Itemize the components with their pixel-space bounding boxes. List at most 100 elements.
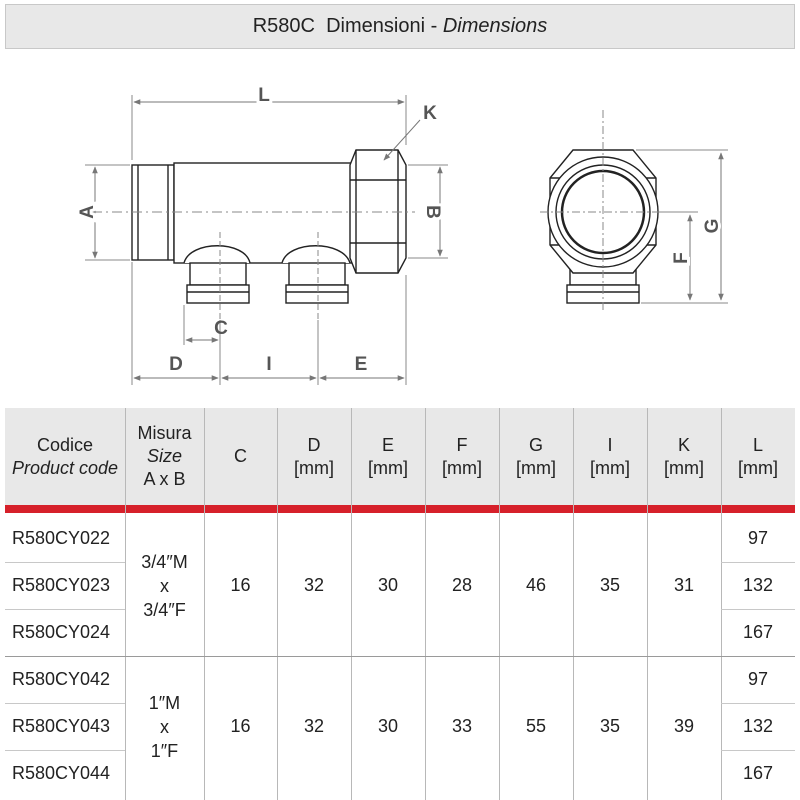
row-divider — [5, 750, 125, 751]
value-D: 32 — [303, 716, 325, 736]
size-male: 3/4″M — [141, 551, 188, 572]
header-code: Codice Product code — [5, 408, 125, 505]
dimension-drawing: L K A B C D I E F G — [0, 52, 800, 407]
header-D: D [mm] — [277, 408, 351, 505]
header-F-unit: [mm] — [442, 457, 482, 478]
row-code: R580CY023 — [12, 575, 111, 595]
header-G: G [mm] — [499, 408, 573, 505]
header-product-code-label: Product code — [11, 457, 119, 478]
label-E: E — [355, 354, 368, 375]
header-E: E [mm] — [351, 408, 425, 505]
value-E: 30 — [377, 575, 399, 595]
side-view — [131, 149, 407, 304]
value-C: 16 — [230, 716, 251, 736]
size-female: 1″F — [150, 740, 179, 761]
value-G: 55 — [525, 716, 547, 736]
value-L: 132 — [742, 575, 774, 595]
header-codice-label: Codice — [36, 434, 94, 455]
header-D-unit: [mm] — [294, 457, 334, 478]
row-code: R580CY024 — [12, 622, 111, 642]
header-F: F [mm] — [425, 408, 499, 505]
value-D: 32 — [303, 575, 325, 595]
row-divider — [5, 562, 125, 563]
header-size: Misura Size A x B — [125, 408, 204, 505]
label-C: C — [214, 318, 228, 339]
label-G: G — [702, 219, 723, 234]
header-F-label: F — [456, 434, 468, 455]
value-K: 39 — [673, 716, 695, 736]
grid-col-divider — [499, 408, 500, 800]
value-L: 97 — [747, 528, 769, 548]
value-L: 167 — [742, 622, 774, 642]
table-header — [5, 408, 795, 505]
title-separator: - — [425, 15, 443, 37]
row-code: R580CY042 — [12, 669, 111, 689]
value-C: 16 — [230, 575, 251, 595]
label-A: A — [77, 205, 98, 219]
header-I-unit: [mm] — [590, 457, 630, 478]
header-I: I [mm] — [573, 408, 647, 505]
row-divider — [721, 562, 795, 563]
row-code: R580CY043 — [12, 716, 111, 736]
header-I-label: I — [607, 434, 613, 455]
grid-col-divider — [425, 408, 426, 800]
label-L: L — [258, 85, 270, 106]
title-label-it: Dimensioni — [326, 15, 426, 37]
header-G-unit: [mm] — [516, 457, 556, 478]
row-divider — [721, 703, 795, 704]
value-E: 30 — [377, 716, 399, 736]
page-title: R580C Dimensioni - Dimensions — [5, 4, 795, 49]
header-size-label: Size — [146, 446, 182, 466]
header-E-label: E — [381, 434, 394, 455]
header-G-label: G — [528, 434, 543, 455]
group-divider — [5, 656, 795, 657]
size-times: x — [160, 716, 169, 737]
row-divider — [721, 750, 795, 751]
size-times: x — [160, 575, 169, 596]
label-D: D — [169, 354, 183, 375]
value-L: 167 — [742, 763, 774, 783]
header-axb-label: A x B — [143, 469, 186, 489]
title-code: R580C — [252, 15, 315, 37]
header-L: L [mm] — [721, 408, 795, 505]
label-B: B — [422, 205, 443, 219]
header-accent-rule — [5, 505, 795, 513]
size-female: 3/4″F — [143, 599, 186, 620]
group-size: 3/4″M x 3/4″F — [125, 515, 204, 656]
row-divider — [5, 703, 125, 704]
header-C-label: C — [234, 446, 247, 466]
row-code: R580CY022 — [12, 528, 111, 548]
value-F: 33 — [451, 716, 473, 736]
value-I: 35 — [599, 716, 621, 736]
value-I: 35 — [599, 575, 621, 595]
value-K: 31 — [673, 575, 695, 595]
dimension-drawing-svg: L K A B C D I E F G — [74, 82, 728, 385]
header-C: C — [204, 408, 277, 505]
grid-col-divider — [125, 408, 126, 800]
header-misura-label: Misura — [137, 423, 192, 443]
grid-col-divider — [277, 408, 278, 800]
value-L: 97 — [747, 669, 769, 689]
row-code: R580CY044 — [12, 763, 111, 783]
value-L: 132 — [742, 716, 774, 736]
label-F: F — [671, 252, 692, 264]
grid-col-divider — [721, 408, 722, 800]
grid-col-divider — [351, 408, 352, 800]
value-G: 46 — [525, 575, 547, 595]
value-F: 28 — [451, 575, 473, 595]
grid-col-divider — [647, 408, 648, 800]
header-K: K [mm] — [647, 408, 721, 505]
header-L-unit: [mm] — [738, 457, 778, 478]
title-label-en: Dimensions — [442, 15, 548, 37]
size-male: 1″M — [148, 692, 181, 713]
grid-col-divider — [573, 408, 574, 800]
label-I: I — [266, 354, 271, 375]
row-divider — [721, 609, 795, 610]
header-D-label: D — [307, 434, 321, 455]
group-size: 1″M x 1″F — [125, 656, 204, 797]
header-K-label: K — [677, 434, 690, 455]
label-K: K — [423, 103, 437, 124]
header-L-label: L — [752, 434, 763, 455]
header-E-unit: [mm] — [368, 457, 408, 478]
header-K-unit: [mm] — [664, 457, 704, 478]
